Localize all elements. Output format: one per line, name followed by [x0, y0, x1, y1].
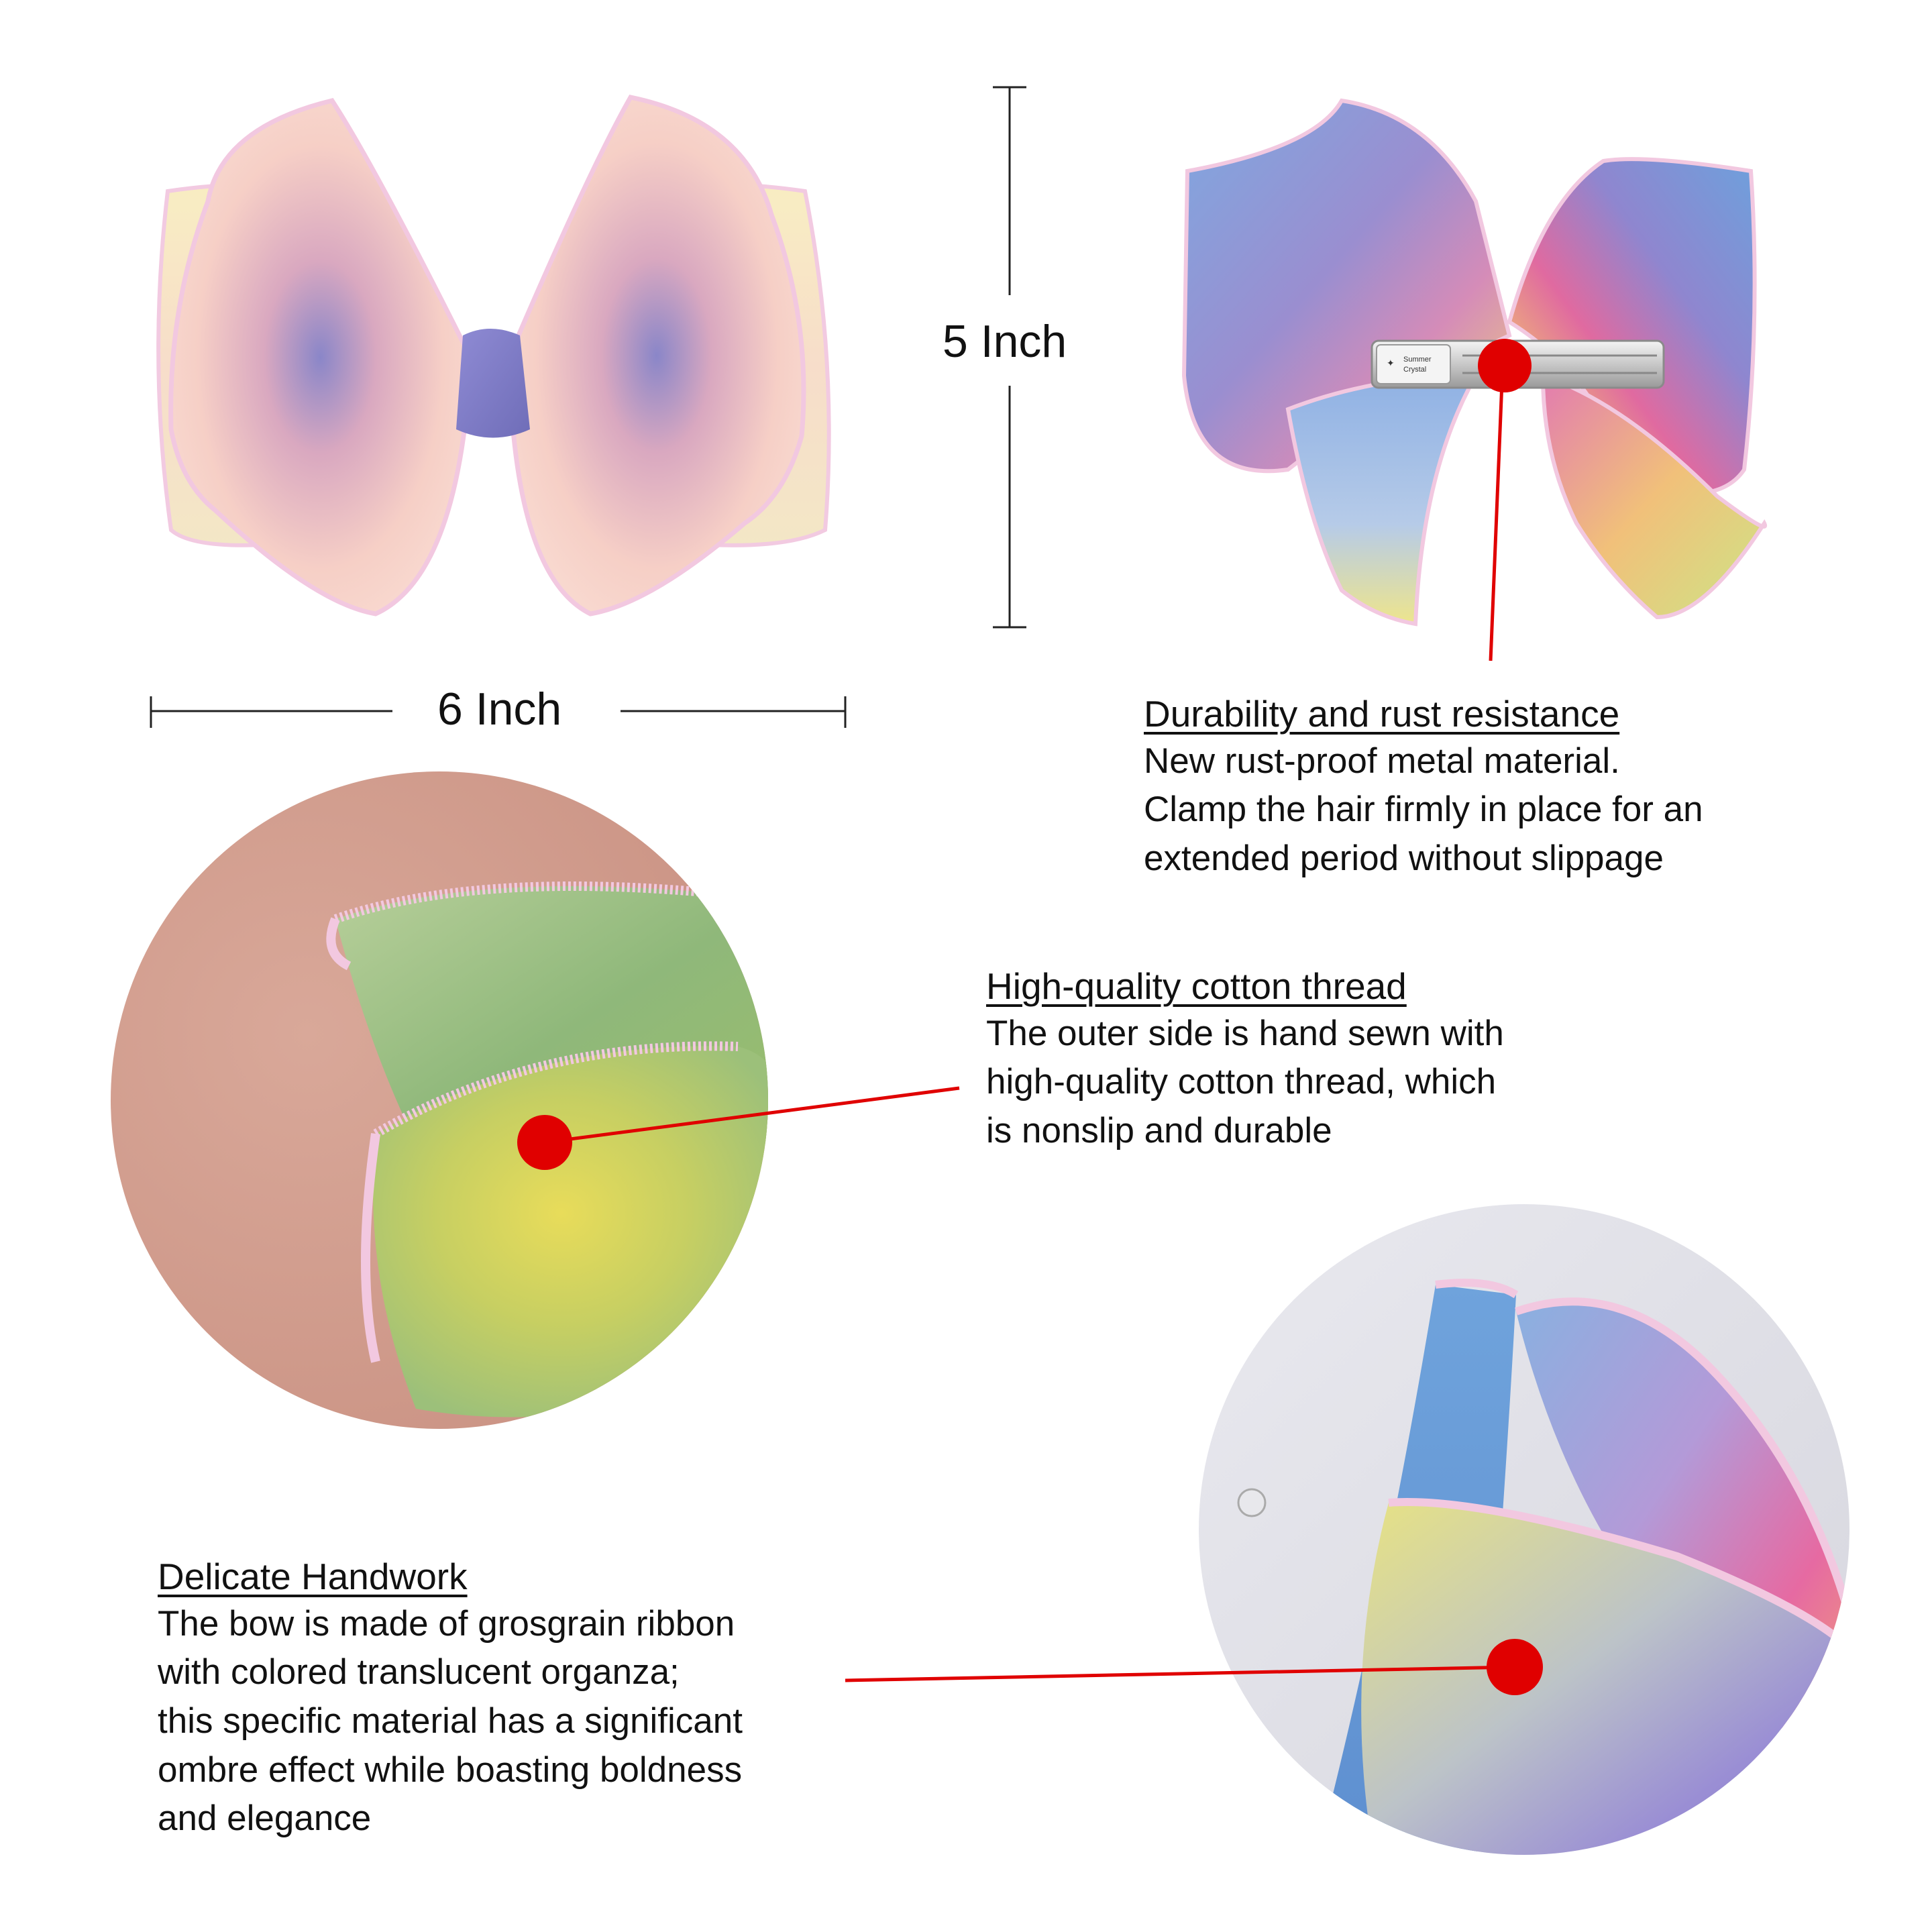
feature-line: extended period without slippage	[1144, 838, 1664, 878]
feature-line: is nonslip and durable	[986, 1110, 1332, 1150]
feature-title: Delicate Handwork	[158, 1556, 468, 1597]
feature-line: New rust-proof metal material.	[1144, 741, 1620, 781]
feature-thread: High-quality cotton thread The outer sid…	[986, 963, 1504, 1156]
feature-durability: Durability and rust resistance New rust-…	[1144, 691, 1703, 883]
feature-line: ombre effect while boasting boldness	[158, 1750, 743, 1790]
feature-handwork: Delicate Handwork The bow is made of gro…	[158, 1554, 743, 1843]
feature-line: The bow is made of grosgrain ribbon	[158, 1603, 735, 1644]
height-label: 5 Inch	[943, 316, 1067, 367]
feature-body: The outer side is hand sewn with high-qu…	[986, 1010, 1504, 1156]
handwork-detail-circle	[1199, 1204, 1849, 1855]
clip-callout	[1478, 339, 1532, 661]
feature-body: The bow is made of grosgrain ribbon with…	[158, 1600, 743, 1843]
clip-brand-line1: Summer	[1403, 356, 1432, 364]
width-dimension-line	[150, 696, 847, 728]
feature-line: with colored translucent organza;	[158, 1652, 680, 1693]
thread-callout	[517, 1086, 960, 1170]
feature-line: and elegance	[158, 1799, 372, 1839]
feature-line: this specific material has a significant	[158, 1701, 743, 1741]
feature-body: New rust-proof metal material. Clamp the…	[1144, 737, 1703, 883]
svg-text:✦: ✦	[1387, 358, 1395, 368]
clip-brand-line2: Crystal	[1403, 366, 1426, 374]
feature-line: high-quality cotton thread, which	[986, 1062, 1497, 1102]
back-bow-image: ✦ Summer Crystal	[1181, 98, 1767, 627]
handwork-callout	[845, 1639, 1543, 1695]
feature-line: The outer side is hand sewn with	[986, 1013, 1504, 1053]
feature-line: Clamp the hair firmly in place for an	[1144, 790, 1703, 830]
feature-title: Durability and rust resistance	[1144, 693, 1620, 735]
feature-title: High-quality cotton thread	[986, 965, 1407, 1007]
front-bow-image	[156, 95, 831, 616]
height-dimension-line	[993, 86, 1026, 629]
thread-detail-circle	[111, 771, 768, 1429]
width-label: 6 Inch	[437, 684, 562, 735]
